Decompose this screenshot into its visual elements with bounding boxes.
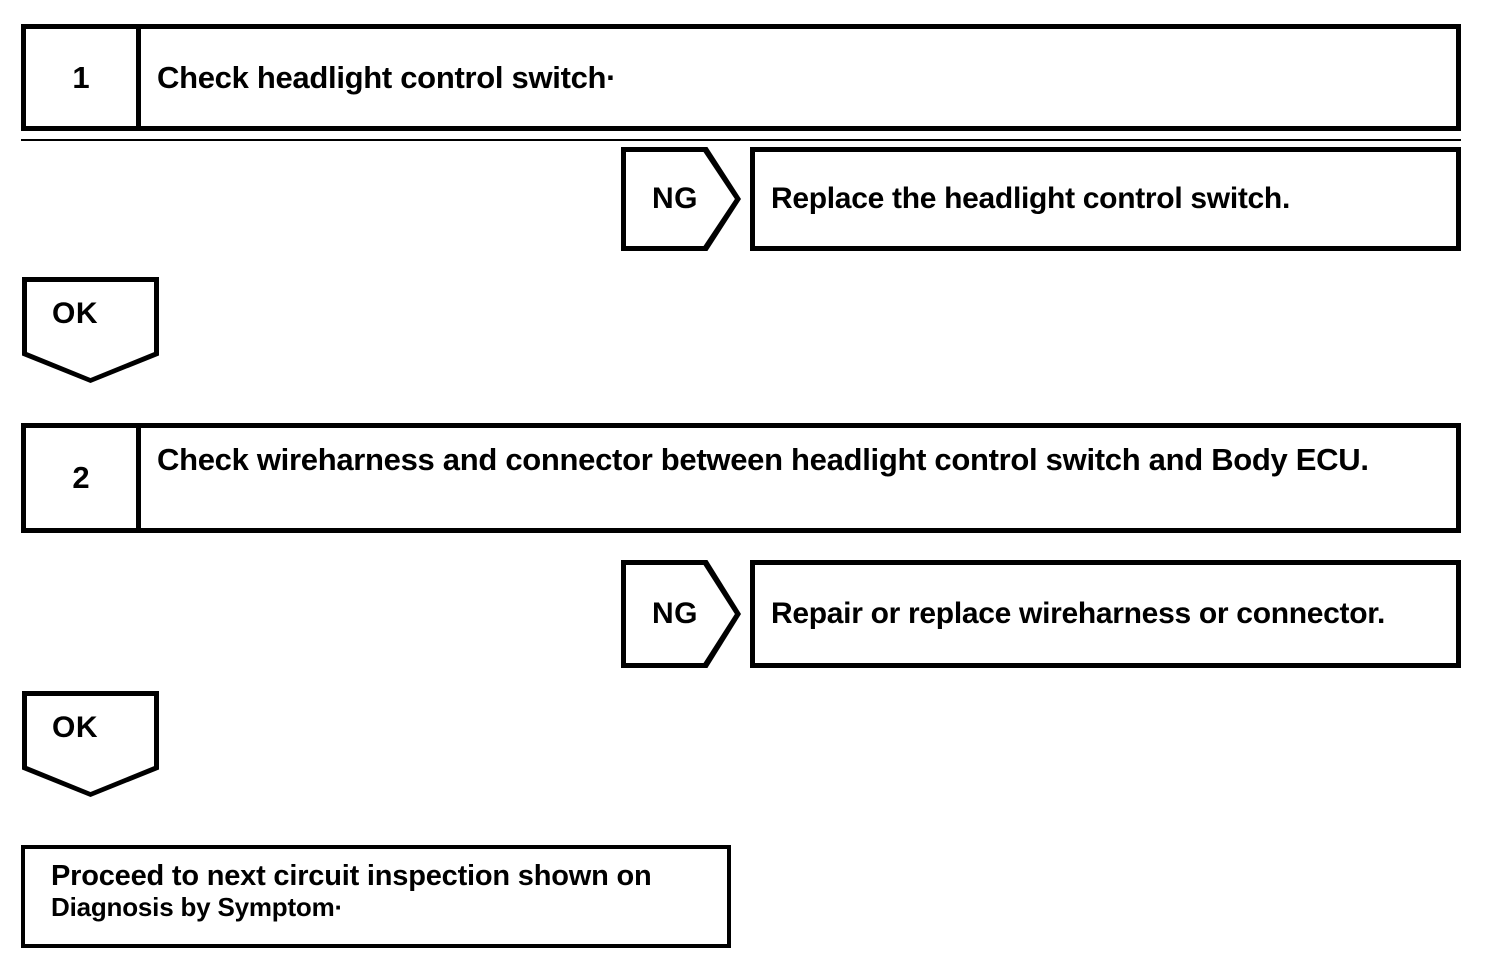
ok-pentagon-2-label: OK xyxy=(52,711,98,744)
ng-arrow-1-label: NG xyxy=(652,182,698,215)
scan-artifact-line xyxy=(21,139,1461,141)
ng-action-box-1[interactable]: Replace the headlight control switch. xyxy=(750,147,1461,251)
ok-pentagon-1[interactable]: OK xyxy=(22,277,159,383)
ok-pentagon-1-label: OK xyxy=(52,297,98,330)
ng-arrow-2[interactable]: NG xyxy=(621,560,741,668)
step-instruction-1: Check headlight control switch· xyxy=(157,59,617,95)
ok-pentagon-2[interactable]: OK xyxy=(22,691,159,797)
step-box-1[interactable]: 1 Check headlight control switch· xyxy=(21,24,1461,131)
ng-arrow-2-body: NG xyxy=(626,565,735,663)
ng-action-text-1: Replace the headlight control switch. xyxy=(771,182,1290,215)
proceed-box[interactable]: Proceed to next circuit inspection shown… xyxy=(21,845,731,948)
step-instruction-2: Check wireharness and connector between … xyxy=(157,442,1369,477)
step-number-2: 2 xyxy=(26,428,141,528)
step-box-2[interactable]: 2 Check wireharness and connector betwee… xyxy=(21,423,1461,533)
ng-arrow-1[interactable]: NG xyxy=(621,147,741,251)
ng-arrow-1-body: NG xyxy=(626,152,735,246)
step-number-1: 1 xyxy=(26,29,141,126)
proceed-line-2: Diagnosis by Symptom· xyxy=(51,892,343,923)
ng-arrow-2-label: NG xyxy=(652,597,698,630)
proceed-line-1: Proceed to next circuit inspection shown… xyxy=(51,860,652,892)
ng-action-box-2[interactable]: Repair or replace wireharness or connect… xyxy=(750,560,1461,668)
ng-action-text-2: Repair or replace wireharness or connect… xyxy=(771,597,1386,630)
